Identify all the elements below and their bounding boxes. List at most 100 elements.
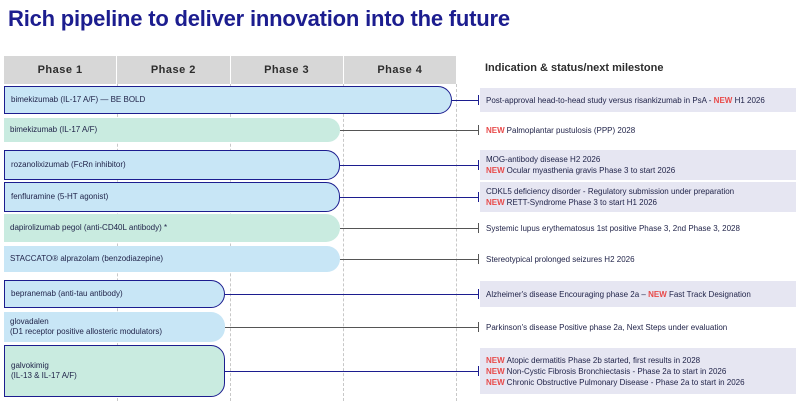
phase-bar: fenfluramine (5-HT agonist) (4, 182, 340, 212)
status-line: Alzheimer's disease Encouraging phase 2a… (486, 289, 790, 300)
connector-end (478, 223, 479, 233)
indication-status: CDKL5 deficiency disorder - Regulatory s… (480, 182, 796, 212)
status-text: Chronic Obstructive Pulmonary Disease - … (506, 377, 745, 387)
status-text: CDKL5 deficiency disorder - Regulatory s… (486, 187, 735, 196)
phase-bar: rozanolixizumab (FcRn inhibitor) (4, 150, 340, 180)
new-badge: NEW (486, 125, 505, 135)
connector-line (340, 165, 478, 166)
indication-status: Systemic lupus erythematosus 1st positiv… (480, 216, 796, 240)
pipeline-row: rozanolixizumab (FcRn inhibitor) MOG-anti… (0, 150, 800, 180)
compound-name: glovadalen (10, 317, 49, 326)
compound-name: fenfluramine (5-HT agonist) (11, 192, 109, 201)
phase-bar: bepranemab (anti-tau antibody) (4, 280, 225, 308)
indication-status: Alzheimer's disease Encouraging phase 2a… (480, 281, 796, 307)
status-text: Post-approval head-to-head study versus … (486, 95, 714, 105)
connector-end (478, 95, 479, 105)
pipeline-row: dapirolizumab pegol (anti-CD40L antibody… (0, 214, 800, 242)
status-text: MOG-antibody disease H2 2026 (486, 155, 601, 164)
phase-bar: bimekizumab (IL-17 A/F) — BE BOLD (4, 86, 452, 114)
connector-line (340, 259, 478, 260)
new-badge: NEW (486, 366, 505, 376)
compound-name: dapirolizumab pegol (anti-CD40L antibody… (10, 223, 168, 232)
indication-status: Parkinson's disease Positive phase 2a, N… (480, 313, 796, 341)
status-text: Palmoplantar pustulosis (PPP) 2028 (506, 125, 636, 135)
connector-end (478, 366, 479, 376)
phase-bar: bimekizumab (IL-17 A/F) (4, 118, 340, 142)
phase-bar: glovadalen(D1 receptor positive alloster… (4, 312, 225, 342)
phase-header: Phase 1 Phase 2 Phase 3 Phase 4 (4, 56, 456, 84)
phase-1-header: Phase 1 (4, 56, 118, 84)
connector-end (478, 192, 479, 202)
indication-status: Post-approval head-to-head study versus … (480, 88, 796, 112)
status-text: Alzheimer's disease Encouraging phase 2a… (486, 289, 649, 299)
connector-line (225, 371, 478, 372)
pipeline-row: bepranemab (anti-tau antibody) Alzheimer'… (0, 280, 800, 308)
status-text: Systemic lupus erythematosus 1st positiv… (486, 223, 740, 233)
status-line: CDKL5 deficiency disorder - Regulatory s… (486, 186, 790, 197)
status-text: Non-Cystic Fibrosis Bronchiectasis - Pha… (506, 366, 727, 376)
new-badge: NEW (486, 377, 505, 387)
connector-end (478, 125, 479, 135)
phase-2-header: Phase 2 (117, 56, 231, 84)
phase-bar: STACCATO® alprazolam (benzodiazepine) (4, 246, 340, 272)
new-badge: NEW (648, 289, 667, 299)
status-line: Post-approval head-to-head study versus … (486, 95, 790, 106)
compound-name: bimekizumab (IL-17 A/F) (10, 125, 98, 134)
connector-end (478, 254, 479, 264)
indication-status: Stereotypical prolonged seizures H2 2026 (480, 247, 796, 271)
phase-divider (343, 84, 344, 401)
indication-header: Indication & status/next milestone (485, 62, 664, 74)
pipeline-row: glovadalen(D1 receptor positive alloster… (0, 312, 800, 342)
page-title: Rich pipeline to deliver innovation into… (8, 6, 510, 31)
status-line: MOG-antibody disease H2 2026 (486, 154, 790, 165)
phase-4-header: Phase 4 (377, 64, 423, 76)
phase-3-header: Phase 3 (231, 56, 344, 84)
status-text: RETT-Syndrome Phase 3 to start H1 2026 (506, 198, 657, 207)
pipeline-row: bimekizumab (IL-17 A/F) — BE BOLD Post-ap… (0, 86, 800, 114)
connector-line (452, 100, 478, 101)
phase-bar: dapirolizumab pegol (anti-CD40L antibody… (4, 214, 340, 242)
connector-line (225, 294, 478, 295)
compound-name: (D1 receptor positive allosteric modulat… (10, 327, 163, 336)
status-milestone: Fast Track Designation (666, 289, 751, 299)
phase-divider (230, 84, 231, 401)
status-text: Atopic dermatitis Phase 2b started, firs… (506, 355, 701, 365)
connector-line (225, 327, 478, 328)
pipeline-row: STACCATO® alprazolam (benzodiazepine) Ste… (0, 246, 800, 272)
new-badge: NEW (486, 166, 505, 175)
compound-name: (IL-13 & IL-17 A/F) (11, 371, 77, 380)
new-badge: NEW (486, 355, 505, 365)
connector-line (340, 228, 478, 229)
connector-line (340, 197, 478, 198)
status-milestone: H1 2026 (732, 95, 765, 105)
status-line: Stereotypical prolonged seizures H2 2026 (486, 254, 790, 265)
status-text: Stereotypical prolonged seizures H2 2026 (486, 254, 635, 264)
status-text: Parkinson's disease Positive phase 2a, N… (486, 322, 728, 332)
phase-divider (117, 84, 118, 401)
pipeline-row: fenfluramine (5-HT agonist) CDKL5 deficie… (0, 182, 800, 212)
connector-end (478, 289, 479, 299)
connector-end (478, 160, 479, 170)
status-line: Systemic lupus erythematosus 1st positiv… (486, 223, 790, 234)
new-badge: NEW (713, 95, 733, 105)
phase-divider (456, 84, 457, 401)
compound-name: STACCATO® alprazolam (benzodiazepine) (10, 254, 164, 263)
status-line: Parkinson's disease Positive phase 2a, N… (486, 322, 790, 333)
compound-name: galvokimig (11, 361, 49, 370)
compound-name: bepranemab (anti-tau antibody) (11, 289, 123, 298)
new-badge: NEW (486, 198, 505, 207)
status-text: Ocular myasthenia gravis Phase 3 to star… (506, 166, 676, 175)
phase-bar: galvokimig(IL-13 & IL-17 A/F) (4, 345, 225, 397)
connector-line (340, 130, 478, 131)
compound-name: rozanolixizumab (FcRn inhibitor) (11, 160, 126, 169)
